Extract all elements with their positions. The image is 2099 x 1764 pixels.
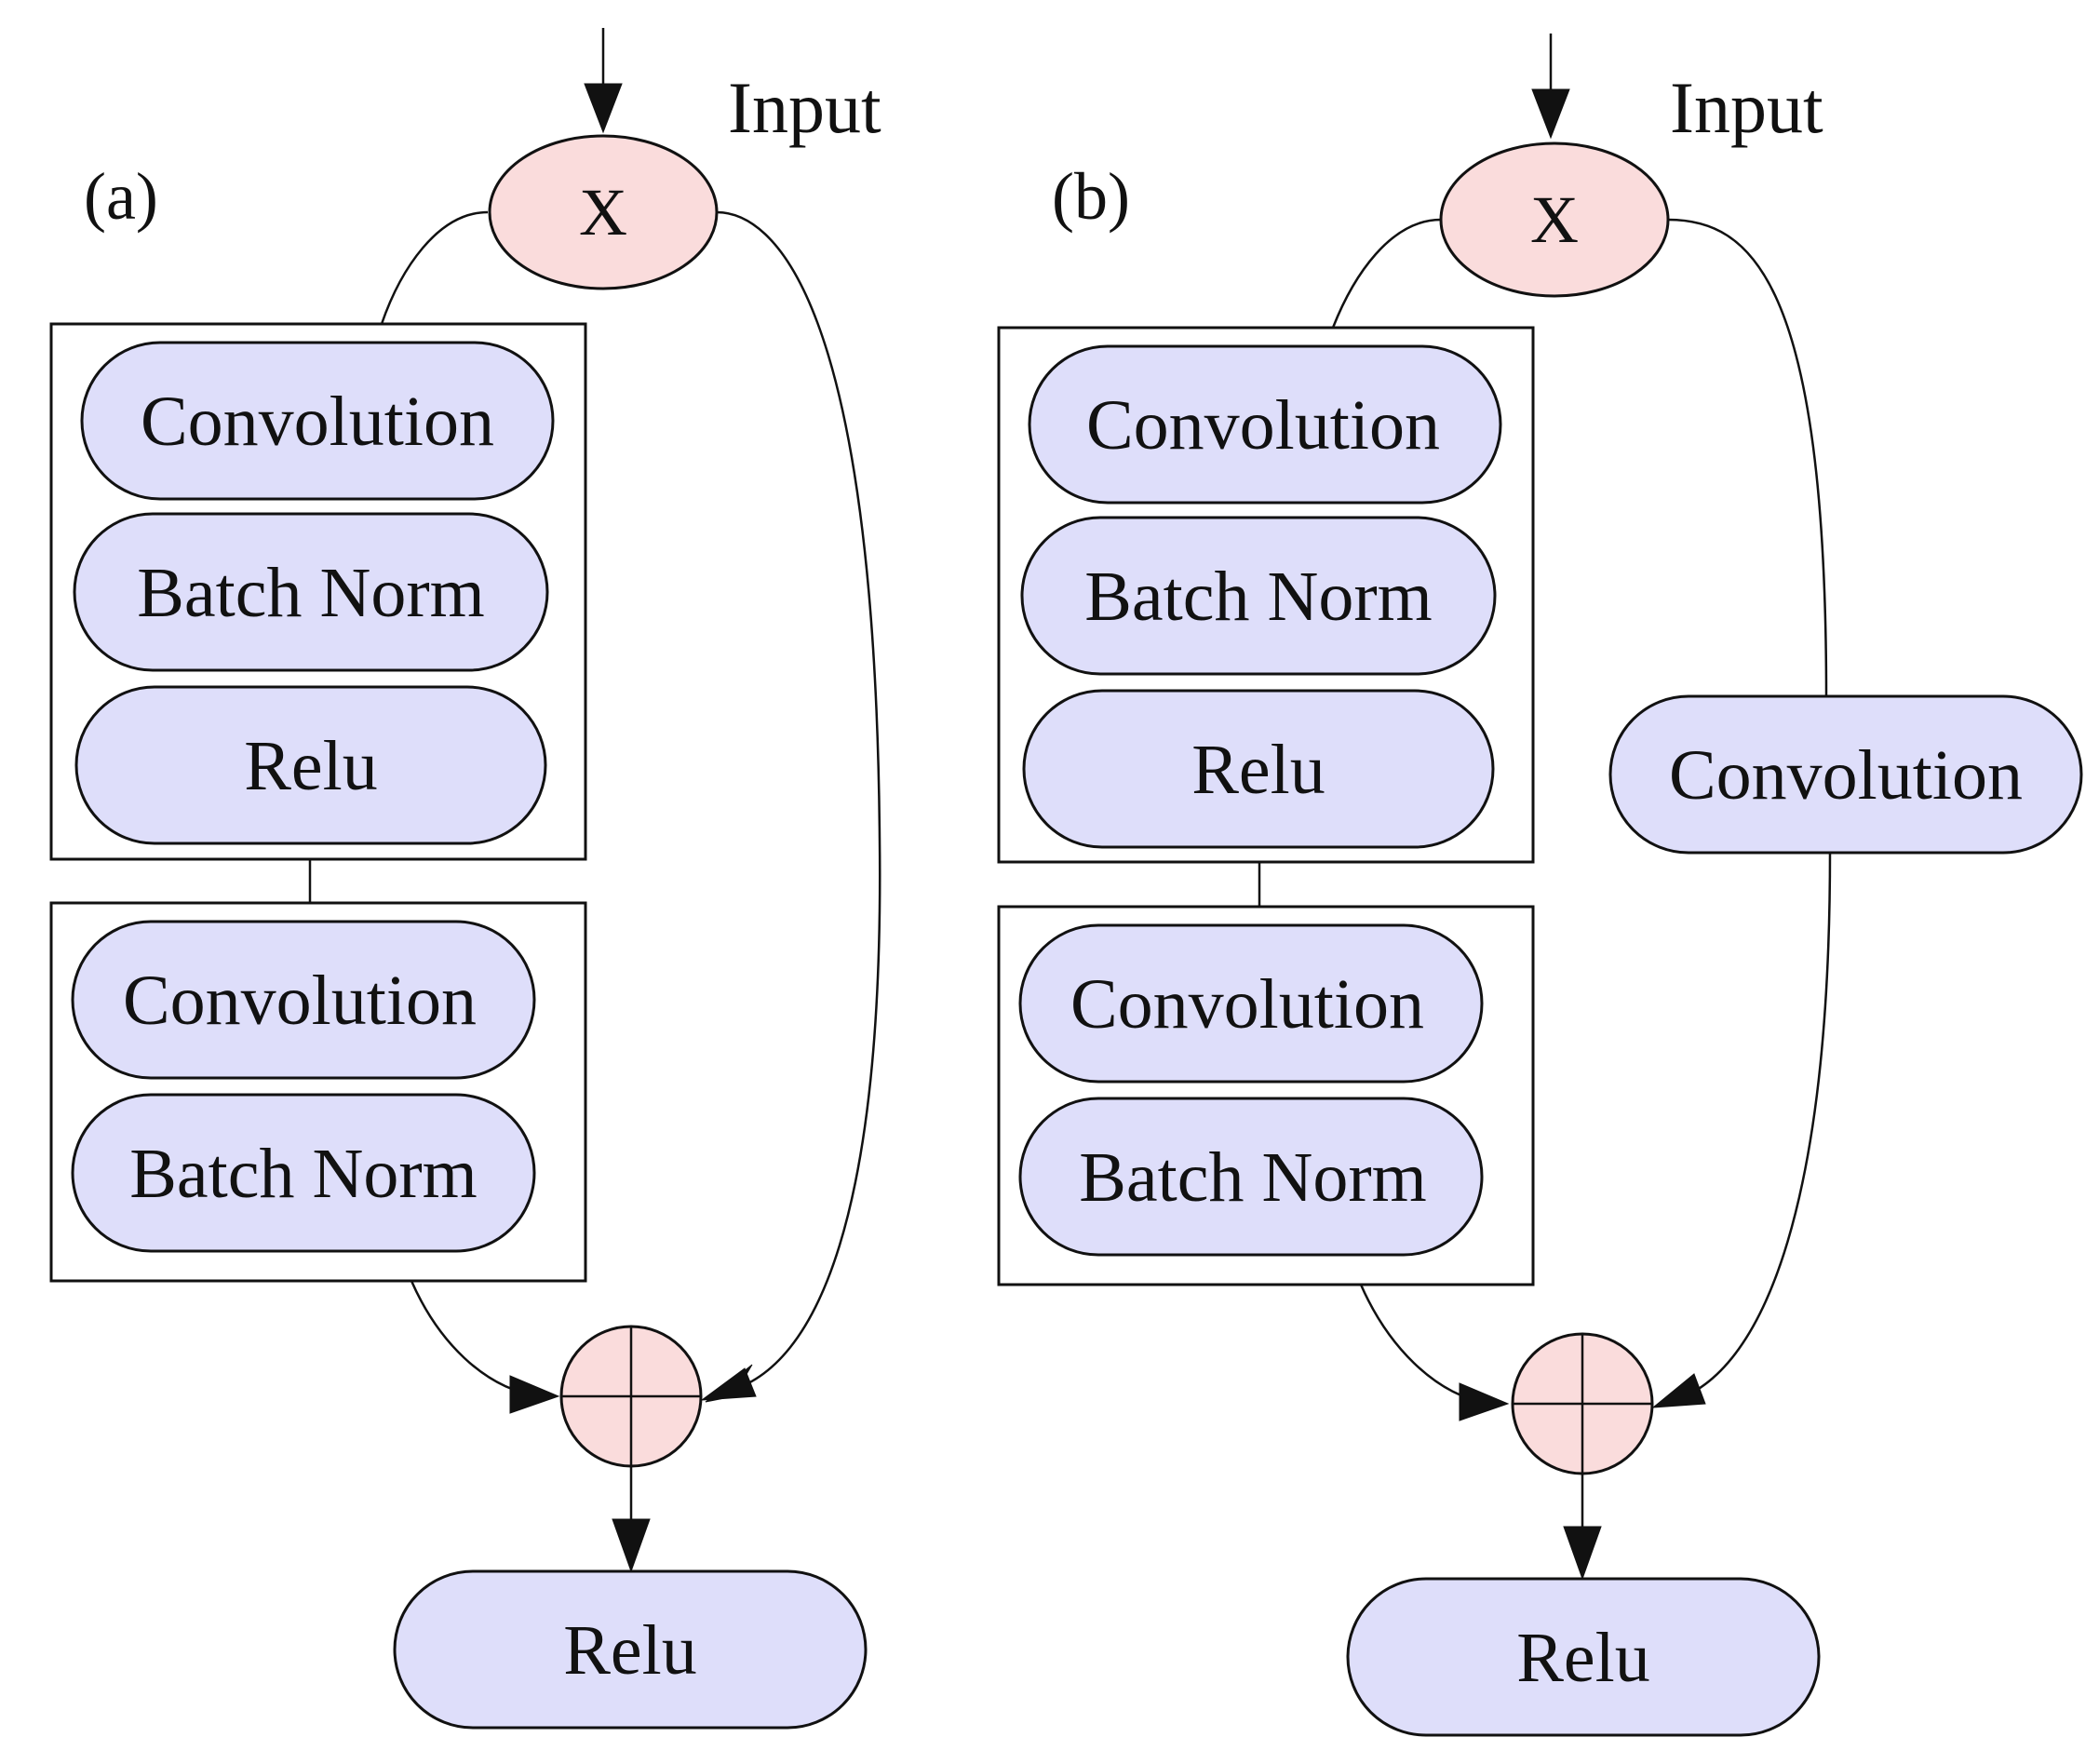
panel-b-output-relu [1346,1577,1821,1737]
panel-b-block2-bn-label: Batch Norm [1079,1138,1427,1217]
panel-b-block1-relu [1022,689,1495,849]
panel-b-add-node [1511,1332,1654,1475]
panel-b-edge-shortcut-add [1675,852,1832,1402]
panel-b-output-arrowhead [1563,1526,1602,1581]
panel-a-label: (a) [84,159,158,234]
panel-b-block2-conv [1018,923,1484,1084]
panel-b-left-arrowhead [1459,1382,1510,1421]
panel-a-block2-bn-label: Batch Norm [129,1135,478,1213]
panel-a-skip-connection [716,210,881,1394]
panel-a-edge-x-block1 [380,210,489,325]
panel-a-block2-conv [71,920,536,1080]
panel-b-shortcut-conv-label: Convolution [1669,736,2023,815]
panel-a-output-relu [393,1569,868,1730]
panel-b-input-label: Input [1670,67,1823,148]
panel-a-left-arrowhead [509,1375,560,1414]
panel-b-label: (b) [1052,159,1130,234]
panel-b-block2-box [997,905,1535,1286]
panel-a-output-arrowhead [612,1518,651,1573]
panel-b-edge-x-block1 [1331,218,1442,329]
panel-a-block2-bn [71,1093,536,1253]
panel-a: (a) Input X Convolution Batch Norm Relu … [49,28,881,1730]
panel-a-edge-block2-add [410,1280,541,1398]
panel-a-add-node [559,1325,703,1468]
panel-a-input-arrowhead [584,83,623,134]
panel-a-block1-conv [80,341,555,501]
panel-b-block1-bn [1020,516,1497,676]
panel-b-shortcut-conv [1608,694,2083,855]
panel-b-input-arrowhead [1531,88,1570,140]
panel-a-input-node-label: X [579,175,627,249]
panel-a-block1-bn-label: Batch Norm [137,554,485,632]
panel-b-block1-bn-label: Batch Norm [1084,558,1433,636]
panel-b-block1-relu-label: Relu [1191,731,1325,809]
panel-b-block1-box [997,326,1535,864]
panel-b-output-relu-label: Relu [1516,1619,1650,1697]
panel-a-block1-conv-label: Convolution [141,383,494,461]
panel-b-block1-conv-label: Convolution [1086,386,1440,465]
panel-b-input-node-label: X [1530,182,1579,257]
panel-a-output-relu-label: Relu [563,1611,697,1690]
panel-a-block1-relu-label: Relu [244,727,378,805]
panel-b: (b) Input X Convolution Batch Norm Relu … [997,34,2083,1737]
panel-a-block2-box [49,901,587,1283]
panel-b-block1-conv [1028,344,1502,505]
panel-a-input-label: Input [728,67,881,148]
panel-b-block2-bn [1018,1097,1484,1257]
panel-a-right-arrowhead-fill [700,1367,757,1401]
panel-b-block2-conv-label: Convolution [1070,965,1424,1044]
panel-a-block1-relu [74,685,547,845]
panel-a-block1-box [49,322,587,861]
panel-b-edge-block2-add [1359,1284,1490,1406]
panel-b-right-arrowhead [1651,1373,1706,1408]
panel-a-block1-bn [73,512,549,672]
panel-a-block2-conv-label: Convolution [123,962,477,1040]
panel-b-edge-x-shortcut [1667,218,1828,697]
